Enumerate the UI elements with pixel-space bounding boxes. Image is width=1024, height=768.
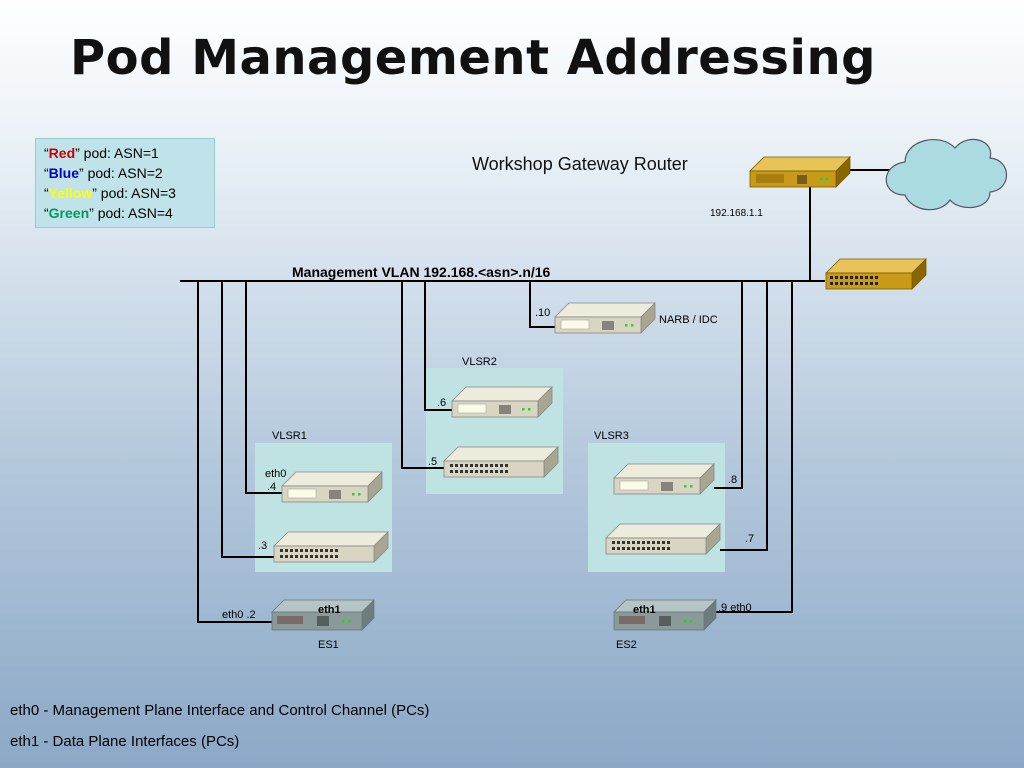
es1-eth1-label: eth1 <box>318 604 341 616</box>
vlsr1-switch-ip: .3 <box>258 540 268 552</box>
gateway-ip: 192.168.1.1 <box>710 208 763 219</box>
vlsr3-switch-ip: .7 <box>745 533 755 545</box>
footer-line-2: eth1 - Data Plane Interfaces (PCs) <box>10 733 240 750</box>
es1-eth0-ip: eth0 .2 <box>222 609 256 621</box>
vlsr2-label: VLSR2 <box>462 356 497 368</box>
vlsr1-router-icon <box>281 471 383 503</box>
gateway-router-icon <box>749 156 851 188</box>
vlsr3-label: VLSR3 <box>594 430 629 442</box>
vlsr1-switch-icon <box>273 531 389 563</box>
narb-ip: .10 <box>535 307 551 319</box>
es2-label: ES2 <box>616 639 637 651</box>
narb-router-icon <box>554 302 656 334</box>
vlsr2-switch-icon <box>443 446 559 478</box>
legend-item-yellow: “Yellow” pod: ASN=3 <box>44 185 176 201</box>
vlsr2-switch-ip: .5 <box>428 456 438 468</box>
es1-label: ES1 <box>318 639 339 651</box>
vlan-label: Management VLAN 192.168.<asn>.n/16 <box>292 264 551 280</box>
es2-eth1-label: eth1 <box>633 604 656 616</box>
vlsr1-eth0-label: eth0 <box>265 468 287 480</box>
management-switch-icon <box>825 258 927 290</box>
pod-legend: “Red” pod: ASN=1 “Blue” pod: ASN=2 “Yell… <box>35 138 215 228</box>
page-title: Pod Management Addressing <box>70 30 876 86</box>
vlsr1-router-ip: .4 <box>267 481 277 493</box>
gateway-label: Workshop Gateway Router <box>472 154 688 174</box>
footer-line-1: eth0 - Management Plane Interface and Co… <box>10 702 430 719</box>
vlsr3-router-icon <box>613 463 715 495</box>
vlsr3-router-ip: .8 <box>728 474 738 486</box>
legend-item-blue: “Blue” pod: ASN=2 <box>44 165 163 181</box>
vlsr1-label: VLSR1 <box>272 430 307 442</box>
es2-eth0-ip: .9 eth0 <box>718 602 752 614</box>
vlsr3-switch-icon <box>605 523 721 555</box>
wires <box>180 169 890 623</box>
cloud-icon <box>885 138 1007 211</box>
vlsr2-router-ip: .6 <box>437 397 447 409</box>
legend-item-red: “Red” pod: ASN=1 <box>44 145 159 161</box>
vlsr2-router-icon <box>451 386 553 418</box>
narb-label: NARB / IDC <box>659 314 718 326</box>
legend-item-green: “Green” pod: ASN=4 <box>44 205 173 221</box>
es2-host-icon <box>613 599 717 631</box>
